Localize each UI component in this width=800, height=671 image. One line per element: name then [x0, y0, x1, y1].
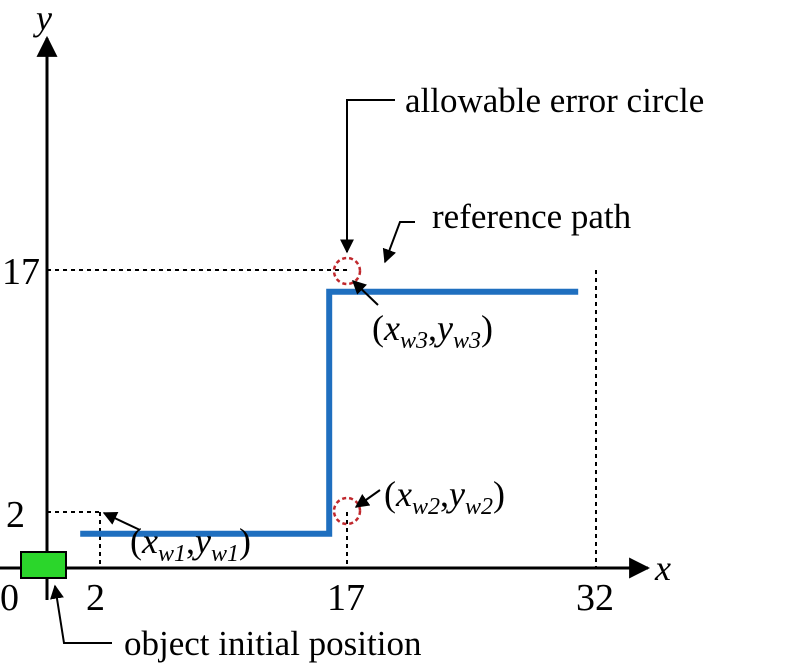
- w3-x-sub: w3: [400, 328, 428, 354]
- object-initial-position-label: object initial position: [124, 624, 421, 663]
- y-axis-label: y: [33, 0, 52, 38]
- arrow-reference-path: [382, 221, 415, 264]
- guide-lines: [47, 269, 597, 568]
- w1-x: x: [141, 521, 158, 561]
- w1-close-paren: ): [239, 521, 251, 561]
- w2-close-paren: ): [493, 474, 505, 514]
- reference-path-label: reference path: [432, 197, 632, 236]
- x-tick-2: 2: [86, 577, 105, 619]
- arrow-w1: [102, 512, 141, 531]
- object-initial-position-box: [20, 551, 67, 579]
- w3-x: x: [383, 308, 400, 348]
- w3-y-sub: w3: [453, 328, 481, 354]
- x-tick-32: 32: [576, 577, 614, 619]
- arrow-w2: [354, 489, 381, 508]
- waypoint-w2-label: (xw2,yw2): [384, 474, 505, 520]
- w3-close-paren: ): [481, 308, 493, 348]
- x-tick-0: 0: [0, 577, 19, 619]
- w2-open-paren: (: [384, 474, 396, 514]
- w3-open-paren: (: [372, 308, 384, 348]
- x-axis-label: x: [654, 548, 671, 588]
- w2-y-sub: w2: [465, 494, 493, 520]
- w2-y: y: [446, 474, 465, 514]
- waypoint-w1-label: (xw1,yw1): [130, 521, 251, 567]
- w1-y-sub: w1: [211, 541, 239, 567]
- w1-open-paren: (: [130, 521, 142, 561]
- w3-y: y: [434, 308, 453, 348]
- w2-x: x: [395, 474, 412, 514]
- annotation-arrows: [50, 99, 415, 644]
- x-tick-17: 17: [327, 577, 365, 619]
- waypoint-w3-label: (xw3,yw3): [372, 308, 493, 354]
- w1-y: y: [192, 521, 211, 561]
- arrow-w3: [351, 280, 379, 306]
- w1-sep: ,: [186, 521, 195, 561]
- w2-sep: ,: [440, 474, 449, 514]
- arrow-object: [50, 584, 112, 644]
- y-tick-17: 17: [2, 251, 40, 293]
- error-circle-w3: [332, 256, 362, 286]
- error-circle-w2: [332, 496, 362, 526]
- reference-path: [80, 288, 579, 537]
- w2-x-sub: w2: [412, 494, 440, 520]
- w3-sep: ,: [428, 308, 437, 348]
- arrow-error-circle: [340, 99, 395, 254]
- w1-x-sub: w1: [158, 541, 186, 567]
- y-tick-2: 2: [6, 494, 25, 536]
- allowable-error-circle-label: allowable error circle: [405, 81, 704, 120]
